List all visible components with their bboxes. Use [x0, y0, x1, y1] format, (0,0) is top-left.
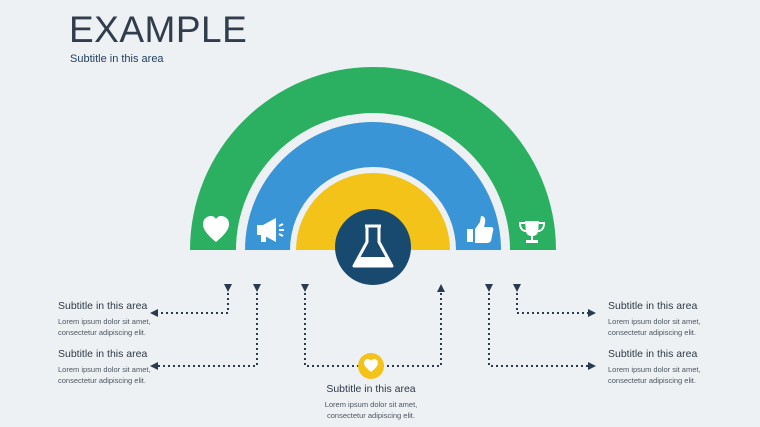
callout-line: consectetur adipiscing elit.: [58, 328, 146, 337]
page-title: EXAMPLE: [69, 9, 248, 50]
callout-heading: Subtitle in this area: [326, 383, 416, 395]
thumbs-up-icon: [467, 216, 494, 243]
callout-heading: Subtitle in this area: [58, 348, 148, 360]
callout-line: Lorem ipsum dolor sit amet,: [324, 400, 418, 409]
callout-line: Lorem ipsum dolor sit amet,: [608, 317, 701, 326]
callout-line: consectetur adipiscing elit.: [58, 376, 146, 385]
connector-right-top: [513, 284, 596, 317]
callout-line: Lorem ipsum dolor sit amet,: [58, 365, 151, 374]
callout-right-bottom: Subtitle in this area Lorem ipsum dolor …: [608, 348, 748, 386]
trophy-icon: [518, 221, 546, 243]
callout-left-top: Subtitle in this area Lorem ipsum dolor …: [58, 300, 218, 338]
heart-icon: [203, 216, 229, 242]
callout-line: consectetur adipiscing elit.: [608, 376, 696, 385]
callout-left-bottom: Subtitle in this area Lorem ipsum dolor …: [58, 348, 218, 386]
heart-icon: [364, 359, 378, 372]
callout-heading: Subtitle in this area: [608, 300, 698, 312]
callout-line: consectetur adipiscing elit.: [608, 328, 696, 337]
connector-left-bottom: [150, 284, 261, 370]
callout-line: consectetur adipiscing elit.: [327, 411, 415, 420]
connector-right-bottom: [485, 284, 596, 370]
page-subtitle: Subtitle in this area: [70, 53, 164, 65]
outer-band: [190, 67, 556, 250]
callout-heading: Subtitle in this area: [58, 300, 148, 312]
flask-icon: [352, 224, 394, 268]
callout-right-top: Subtitle in this area Lorem ipsum dolor …: [608, 300, 748, 338]
callout-center: Subtitle in this area Lorem ipsum dolor …: [291, 383, 451, 421]
center-circle: [335, 209, 411, 285]
middle-band: [245, 122, 501, 250]
callout-line: Lorem ipsum dolor sit amet,: [58, 317, 151, 326]
callout-heading: Subtitle in this area: [608, 348, 698, 360]
megaphone-icon: [257, 218, 284, 242]
callout-line: Lorem ipsum dolor sit amet,: [608, 365, 701, 374]
